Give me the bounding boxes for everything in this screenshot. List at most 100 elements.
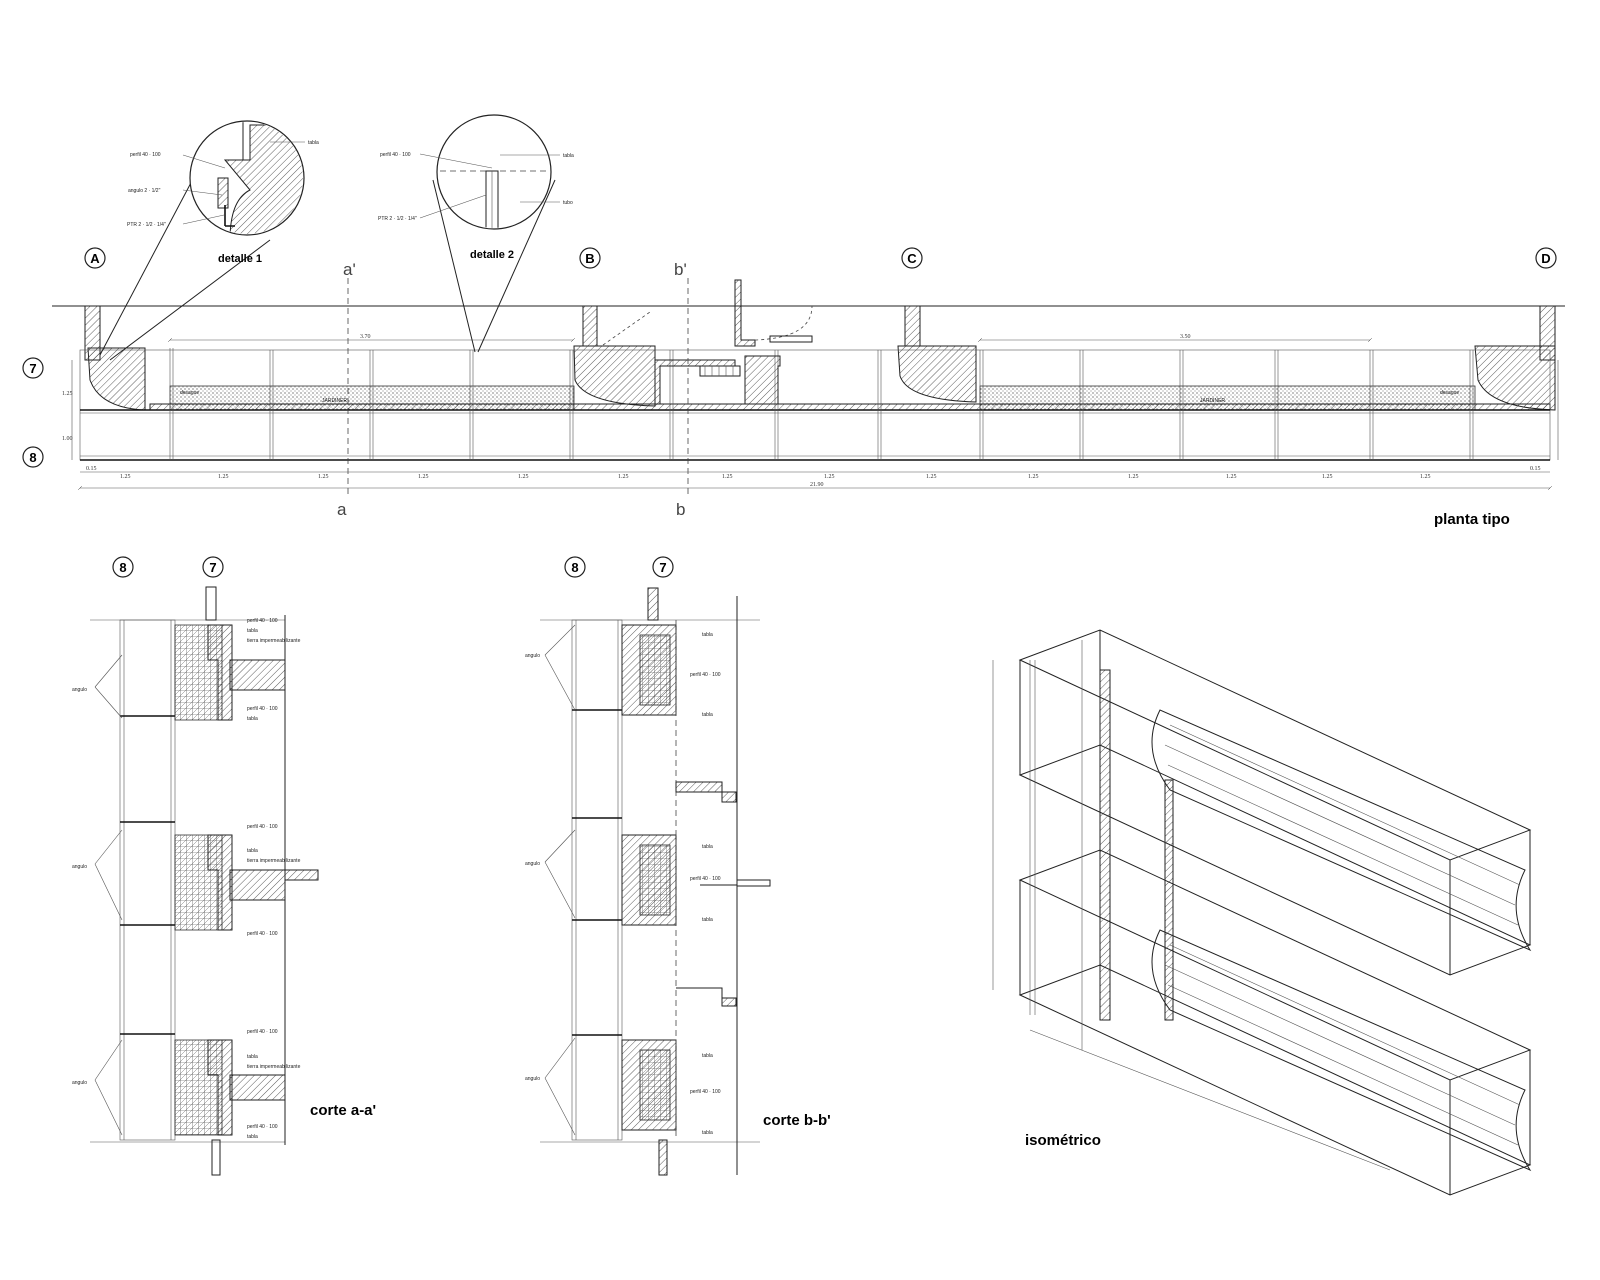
section-a-axis-8: 8	[119, 560, 126, 575]
drain-label-right: desague	[1440, 390, 1459, 396]
dim-label: 1.00	[62, 436, 73, 442]
detail1-callout: perfil 40 · 100	[130, 152, 161, 158]
detail2-title: detalle 2	[470, 249, 514, 261]
grid-bubble	[564, 556, 586, 578]
callout-angle: angulo	[525, 861, 540, 867]
grid-label-7: 7	[29, 361, 36, 376]
wall-b	[582, 305, 598, 347]
iso-planter-upper	[1151, 709, 1532, 952]
section-mark-a-bottom: a	[337, 500, 347, 519]
slab-section	[229, 869, 319, 901]
dim-label: 1.25	[120, 474, 131, 480]
section-mark-b-top: b'	[674, 260, 687, 279]
callout-board: tabla	[702, 1130, 713, 1136]
grid-bubble	[1535, 247, 1557, 269]
callout-profile: perfil 40 · 100	[247, 931, 278, 937]
section-mark-a-top: a'	[343, 260, 356, 279]
dim-label: 1.25	[1420, 474, 1431, 480]
callout-profile: perfil 40 · 100	[247, 706, 278, 712]
dim-label: 1.25	[1028, 474, 1039, 480]
grid-axis-a: A	[84, 247, 106, 269]
grid-axis-7: 7	[22, 357, 44, 379]
dim-label: 1.25	[824, 474, 835, 480]
callout-profile: perfil 40 · 100	[247, 618, 278, 624]
dim-label: 1.25	[926, 474, 937, 480]
detail2-leader-left	[432, 179, 476, 353]
dim-label: 1.25	[1128, 474, 1139, 480]
callout-board: tabla	[702, 917, 713, 923]
stair-treads	[699, 365, 741, 377]
span-dim-left-text: 3.70	[360, 334, 371, 340]
callout-board: tabla	[247, 628, 258, 634]
section-b-axis-7: 7	[659, 560, 666, 575]
section-a-axis-7: 7	[209, 560, 216, 575]
grid-axis-c: C	[901, 247, 923, 269]
grid-label-a: A	[90, 251, 100, 266]
grid-label-8: 8	[29, 450, 36, 465]
detail2-callout: tabla	[563, 153, 574, 159]
section-b: 8 7 angulo angulo angulo tabla perfil 40…	[525, 556, 831, 1176]
detail1-callout: PTR 2 · 1/2 · 1/4"	[127, 222, 166, 228]
callout-profile: perfil 40 · 100	[690, 876, 721, 882]
drain-label-left: desague	[180, 390, 199, 396]
plan-title: planta tipo	[1434, 511, 1510, 528]
dim-label: 1.25	[722, 474, 733, 480]
detail2-callout: tubo	[563, 200, 573, 206]
section-b-title: corte b-b'	[763, 1112, 831, 1129]
dim-label: 1.25	[618, 474, 629, 480]
grid-bubble	[901, 247, 923, 269]
hidden-diagonal	[602, 311, 651, 346]
callout-board: tabla	[702, 712, 713, 718]
callout-profile: perfil 40 · 100	[247, 1029, 278, 1035]
grid-label-d: D	[1541, 251, 1550, 266]
detail1-callout: angulo 2 · 1/2"	[128, 188, 161, 194]
dim-label: 1.25	[318, 474, 329, 480]
callout-board: tabla	[247, 1134, 258, 1140]
planter-end-b	[573, 345, 656, 407]
detail-1: perfil 40 · 100 angulo 2 · 1/2" PTR 2 · …	[99, 120, 319, 361]
wall-c	[904, 305, 921, 347]
landing-section	[675, 781, 737, 803]
grid-axis-8: 8	[22, 446, 44, 468]
landing-section	[676, 987, 737, 1007]
detail1-callout: tabla	[308, 140, 319, 146]
core-wall	[744, 355, 781, 405]
callout-board: tabla	[702, 1053, 713, 1059]
callout-angle: angulo	[72, 687, 87, 693]
section-b-frame	[571, 619, 623, 1141]
slab-section	[229, 659, 286, 691]
iso-length-dim	[1029, 1029, 1391, 1171]
jardiner-label-left: JARDINER	[322, 398, 347, 404]
grid-axis-d: D	[1535, 247, 1557, 269]
detail2-leader-right	[477, 179, 556, 353]
grid-bubble	[112, 556, 134, 578]
slab-section	[229, 1074, 286, 1101]
dim-label: 1.25	[418, 474, 429, 480]
walkway-edge-band	[149, 403, 1551, 411]
section-a: 8 7 angulo angulo angulo perfil 40 · 100	[72, 556, 376, 1176]
detail1-leader-left	[99, 159, 204, 356]
isometric-view: isométrico	[992, 629, 1532, 1196]
callout-profile: perfil 40 · 100	[247, 1124, 278, 1130]
grid-bubble	[652, 556, 674, 578]
callout-board: tabla	[702, 844, 713, 850]
section-a-title: corte a-a'	[310, 1102, 376, 1119]
callout-waterproof: tierra impermeabilizante	[247, 638, 301, 644]
callout-board: tabla	[247, 848, 258, 854]
callout-profile: perfil 40 · 100	[247, 824, 278, 830]
grid-label-b: B	[585, 251, 594, 266]
callout-board: tabla	[247, 716, 258, 722]
iso-planter-lower	[1151, 929, 1532, 1172]
plan-view: A B C D 7 8	[22, 247, 1565, 528]
section-a-frame	[119, 619, 176, 1141]
grid-bubble	[22, 357, 44, 379]
detail2-callout: PTR 2 · 1/2 · 1/4"	[378, 216, 417, 222]
dim-label: 1.25	[518, 474, 529, 480]
callout-board: tabla	[702, 632, 713, 638]
callout-waterproof: tierra impermeabilizante	[247, 858, 301, 864]
corridor-wall	[654, 359, 736, 405]
grid-bubble	[202, 556, 224, 578]
detail-2: perfil 40 · 100 PTR 2 · 1/2 · 1/4" tubo …	[378, 114, 574, 353]
dim-label: 1.25	[1322, 474, 1333, 480]
